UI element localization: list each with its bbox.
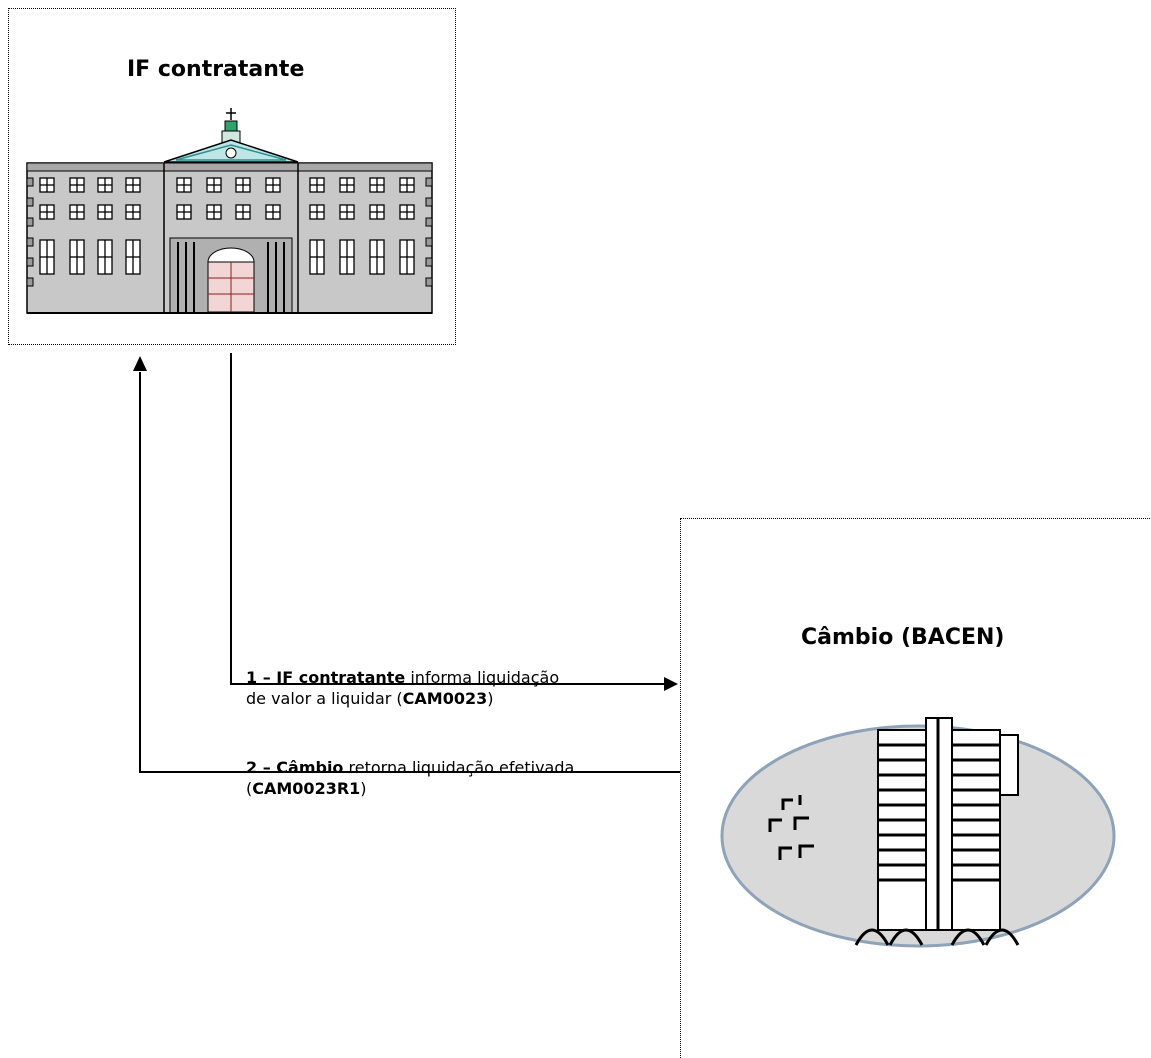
arrow-2-line: [139, 372, 680, 773]
if-contratante-title: IF contratante: [127, 57, 305, 82]
arrow-1-head: [664, 677, 678, 691]
message-2-text-line1: retorna liquidação efetivada: [343, 758, 575, 777]
message-2-code: CAM0023R1: [252, 779, 361, 798]
message-2-text-line2-post: ): [360, 779, 367, 798]
message-2-label: 2 – Câmbio retorna liquidação efetivada …: [246, 757, 574, 799]
bacen-box: [680, 518, 1151, 1058]
message-2-text-line2-pre: (: [246, 779, 253, 798]
arrow-1-line: [230, 353, 666, 685]
message-1-text-line1: informa liquidação: [405, 668, 560, 687]
message-1-code: CAM0023: [402, 689, 488, 708]
message-1-label: 1 – IF contratante informa liquidação de…: [246, 667, 559, 709]
message-2-actor: 2 – Câmbio: [246, 758, 344, 777]
bacen-title: Câmbio (BACEN): [801, 625, 1005, 650]
arrow-2-head: [133, 356, 147, 371]
message-1-text-line2-pre: de valor a liquidar (: [246, 689, 403, 708]
message-1-text-line2-post: ): [487, 689, 494, 708]
message-1-actor: 1 – IF contratante: [246, 668, 406, 687]
if-contratante-box: [8, 8, 456, 345]
